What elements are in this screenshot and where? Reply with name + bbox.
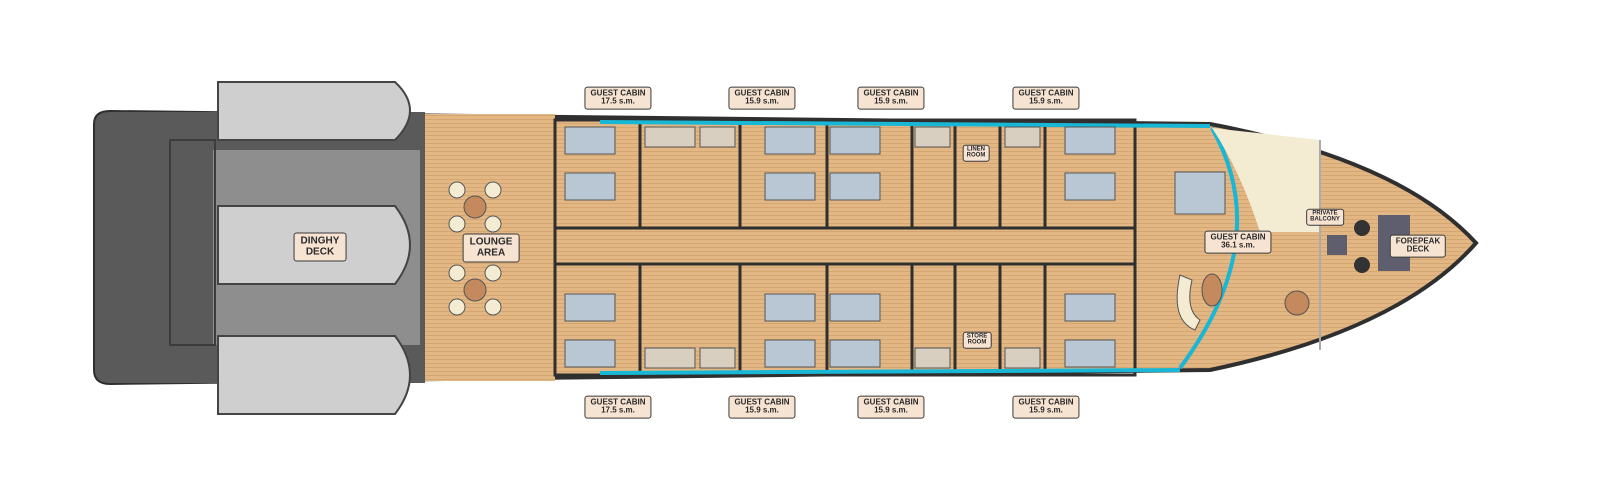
private-balcony-area xyxy=(1212,128,1320,232)
beds xyxy=(564,126,1226,368)
glazing-top xyxy=(599,120,1211,128)
master-furniture xyxy=(1176,273,1310,331)
dinghy-boats xyxy=(217,81,411,415)
glazing-bottom xyxy=(599,368,1181,375)
lounge-furniture xyxy=(448,181,502,316)
